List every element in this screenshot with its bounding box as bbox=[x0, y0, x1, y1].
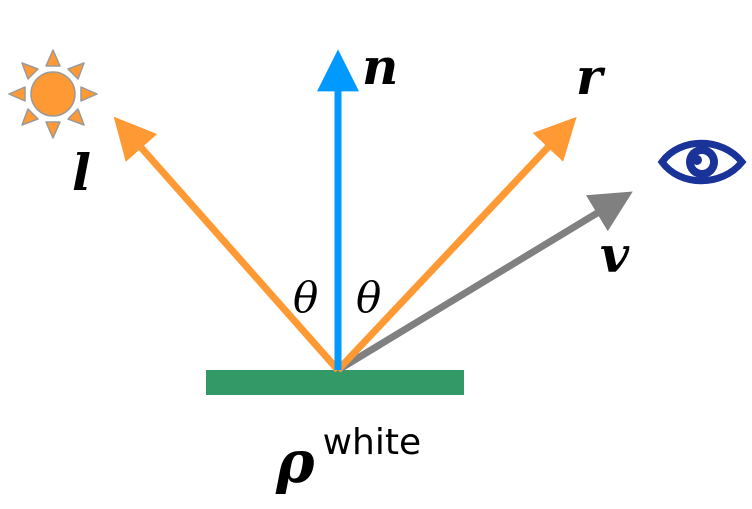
light-vector-arrow bbox=[113, 116, 341, 373]
albedo-label: ρ white bbox=[275, 422, 421, 496]
albedo-symbol: ρ bbox=[275, 428, 315, 496]
light-label: l bbox=[72, 143, 91, 202]
view-vector-arrow bbox=[336, 191, 633, 373]
reflection-vector-arrow bbox=[335, 116, 577, 373]
angle-right-label: θ bbox=[356, 273, 381, 322]
angle-left-label: θ bbox=[293, 273, 318, 322]
normal-label: n bbox=[362, 37, 398, 96]
view-label: v bbox=[600, 225, 630, 284]
albedo-superscript: white bbox=[323, 422, 422, 463]
reflection-label: r bbox=[576, 47, 606, 106]
sun-icon bbox=[8, 49, 98, 139]
surface-plane bbox=[206, 370, 464, 395]
eye-icon bbox=[657, 139, 747, 185]
